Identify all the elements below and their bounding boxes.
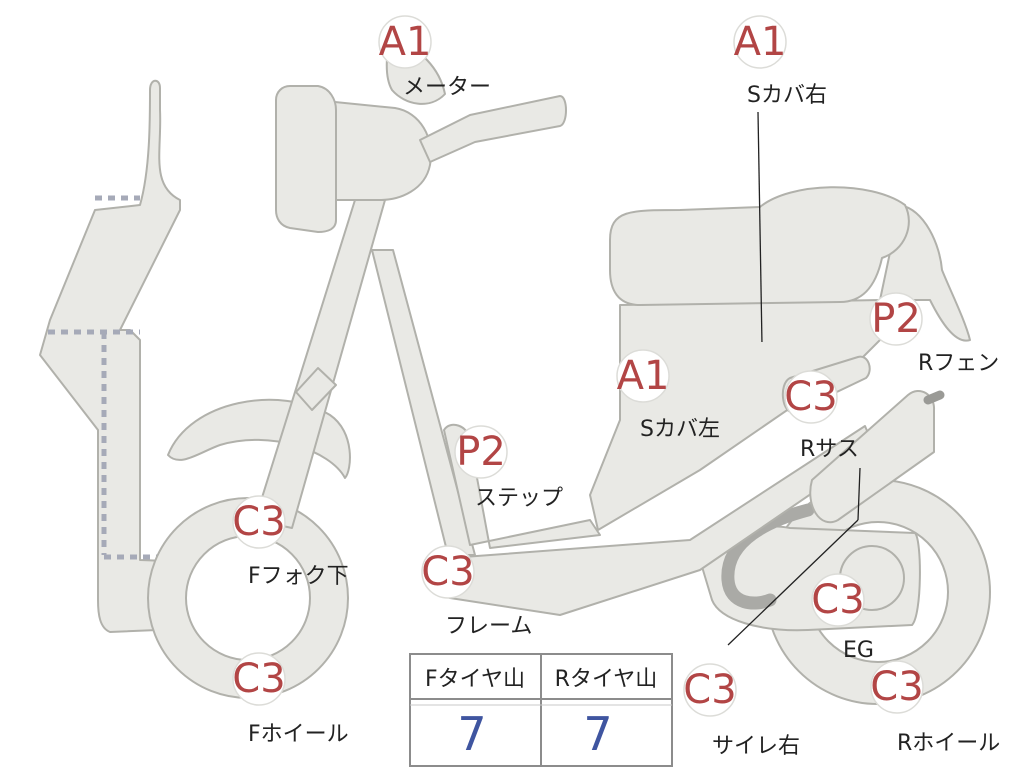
leader-s-cover-right xyxy=(757,111,763,346)
badge-a1-s-cover-left: A1 Sカバ左 xyxy=(616,349,720,442)
badge-label: Rホイール xyxy=(897,731,1000,756)
leader-lines xyxy=(727,111,861,646)
front-wheel-inner xyxy=(185,535,311,661)
badge-c3-engine: C3 EG xyxy=(811,573,874,663)
badge-code: C3 xyxy=(870,664,923,710)
muffler-pipe xyxy=(721,503,815,610)
badge-code: C3 xyxy=(811,577,864,623)
front-fork xyxy=(254,199,386,529)
badge-label: Fホイール xyxy=(248,722,349,747)
badge-a1-s-cover-right: A1 Sカバ右 xyxy=(733,15,827,108)
badge-code: C3 xyxy=(232,656,285,702)
badge-code: P2 xyxy=(871,296,921,342)
badge-label: Rフェン xyxy=(918,351,999,376)
rear-tire-tread-header: Rタイヤ山 xyxy=(555,667,658,692)
badge-p2-rear-fender: P2 Rフェン xyxy=(869,292,999,376)
scooter-illustration xyxy=(39,41,991,705)
fork-collar xyxy=(295,367,337,411)
tire-tread-table: Fタイヤ山 Rタイヤ山 7 7 xyxy=(409,653,673,768)
badge-code: A1 xyxy=(379,19,432,65)
leg-shield xyxy=(39,79,281,633)
badge-code: C3 xyxy=(421,549,474,595)
badge-label: Sカバ右 xyxy=(747,83,827,108)
handlebar-stem xyxy=(314,99,432,201)
badge-c3-front-fork-lower: C3 Fフォク下 xyxy=(232,495,349,589)
badge-code: A1 xyxy=(734,19,787,65)
badge-c3-rear-suspension: C3 Rサス xyxy=(784,370,859,462)
frame-downtube xyxy=(371,249,476,556)
leader-muffler-right-2 xyxy=(727,519,859,646)
badge-c3-muffler-right: C3 サイレ右 xyxy=(683,663,800,759)
badge-c3-frame: C3 フレーム xyxy=(421,545,532,639)
badge-code: A1 xyxy=(617,353,670,399)
axle-stub xyxy=(923,390,945,405)
badge-label: Fフォク下 xyxy=(248,564,349,589)
badge-label: メーター xyxy=(403,75,491,100)
badge-label: Rサス xyxy=(800,437,859,462)
front-tire-tread-value: 7 xyxy=(457,707,486,761)
badge-c3-front-wheel: C3 Fホイール xyxy=(232,652,349,747)
handlebar xyxy=(419,95,567,163)
seat xyxy=(609,186,910,306)
badge-label: サイレ右 xyxy=(712,734,800,759)
leader-muffler-right xyxy=(857,467,861,521)
badge-code: C3 xyxy=(232,499,285,545)
badge-code: C3 xyxy=(683,667,736,713)
badge-code: C3 xyxy=(784,374,837,420)
badge-label: ステップ xyxy=(475,486,563,511)
badge-p2-step: P2 ステップ xyxy=(454,425,563,511)
badge-label: Sカバ左 xyxy=(640,417,720,442)
rear-suspension xyxy=(809,390,936,524)
headlight xyxy=(275,85,337,233)
badge-c3-rear-wheel: C3 Rホイール xyxy=(870,660,1000,756)
rear-tire-tread-value: 7 xyxy=(583,707,612,761)
badge-a1-meter: A1 メーター xyxy=(378,15,491,100)
badge-label: フレーム xyxy=(445,614,532,639)
badge-label: EG xyxy=(843,638,874,663)
badge-code: P2 xyxy=(456,429,506,475)
front-tire-tread-header: Fタイヤ山 xyxy=(425,667,525,692)
